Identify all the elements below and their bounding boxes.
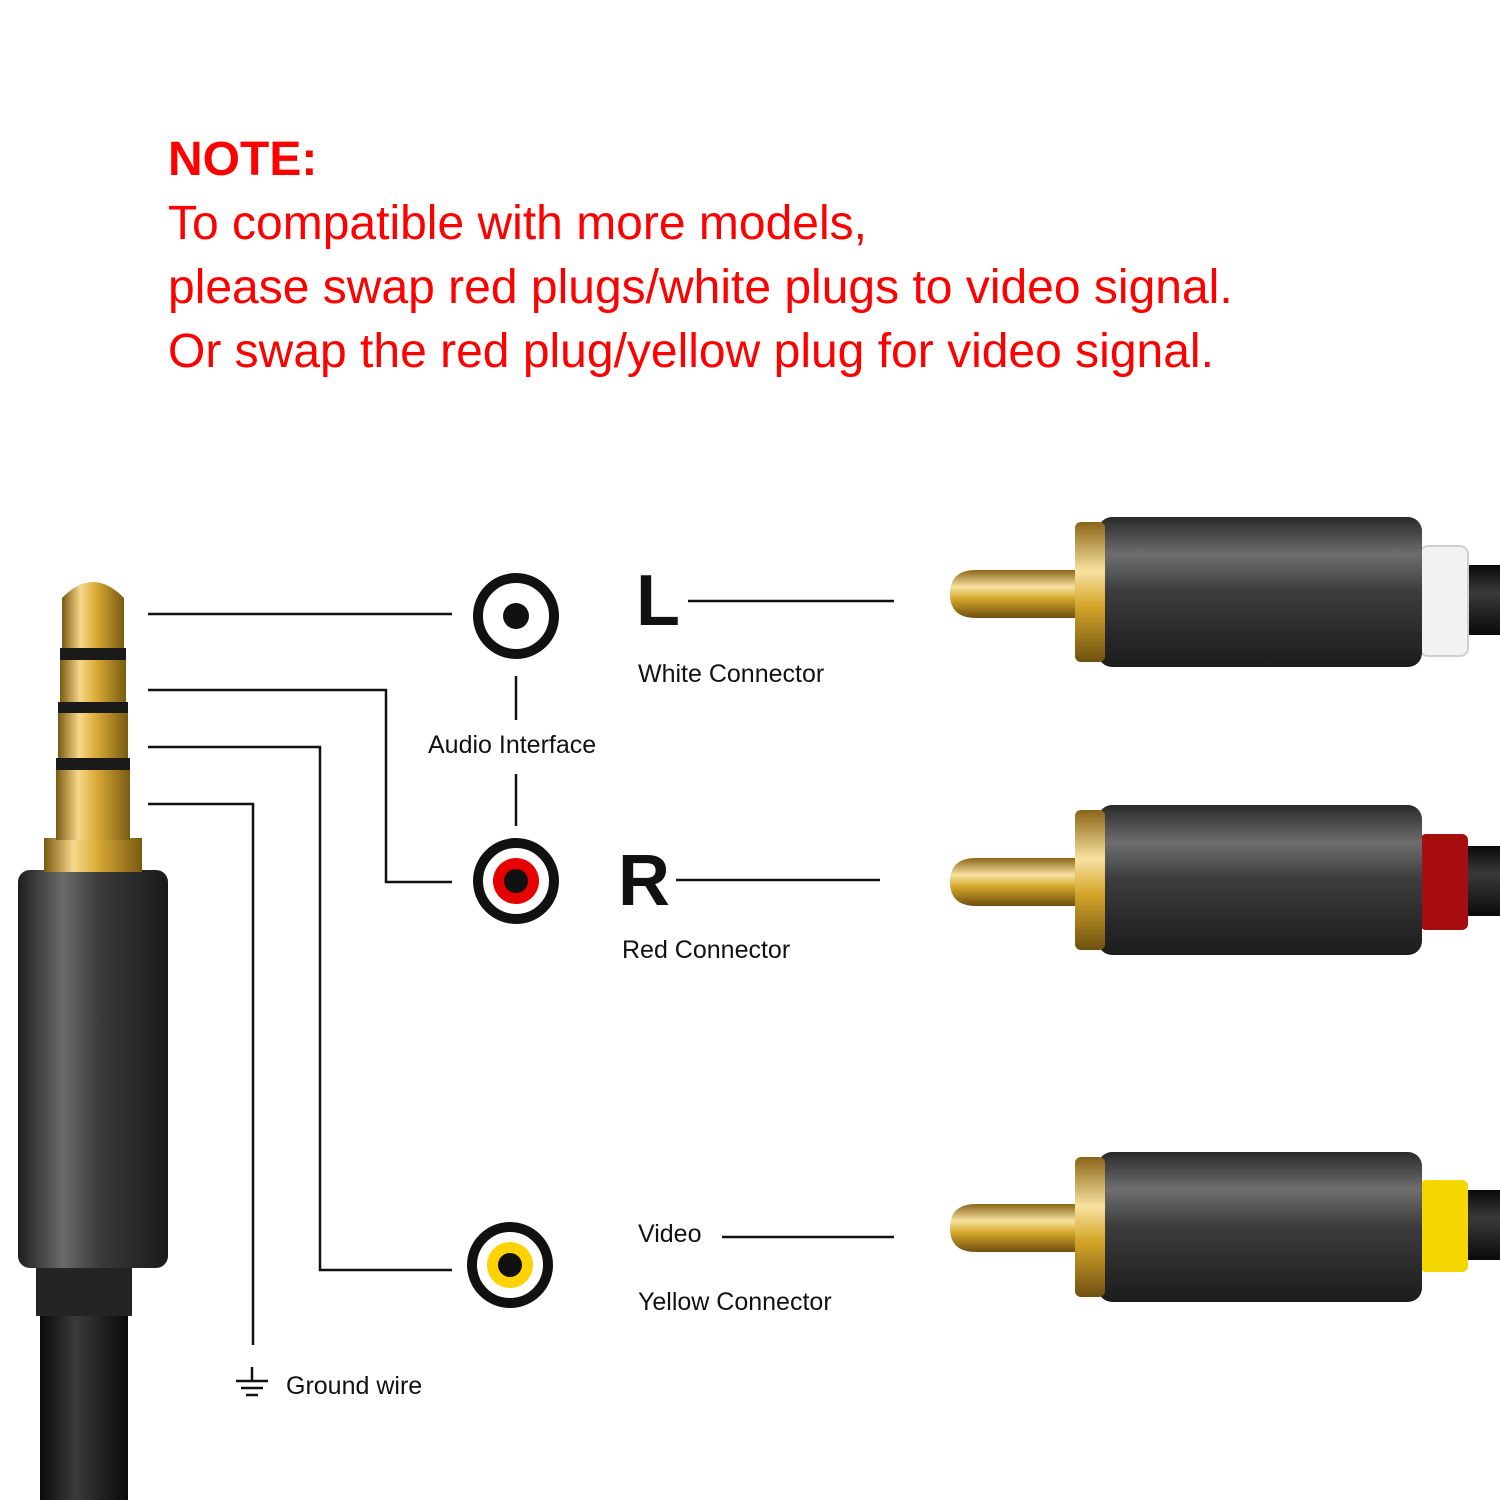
yellow-plug-cable	[1462, 1190, 1500, 1260]
jack-insulator-1	[60, 648, 126, 660]
red-plug-housing	[1098, 805, 1422, 955]
white-plug-pin	[950, 570, 1075, 618]
ground-symbol-icon	[236, 1367, 268, 1397]
red-plug-pin	[950, 858, 1075, 906]
white-plug-collar	[1419, 545, 1469, 657]
note-line-2: please swap red plugs/white plugs to vid…	[168, 261, 1233, 314]
yellow-rca-socket-icon	[467, 1222, 553, 1308]
wire-video	[148, 745, 452, 1272]
red-plug-cable	[1462, 846, 1500, 916]
wire-ground	[148, 802, 255, 1345]
jack-strain-relief	[36, 1262, 132, 1316]
note-line-1: To compatible with more models,	[168, 197, 867, 250]
wiring-lines	[148, 599, 894, 1345]
white-plug-gold-sleeve	[1075, 522, 1105, 662]
rca-plug-white	[950, 517, 1500, 667]
right-channel-letter: R	[618, 841, 670, 921]
jack-housing	[18, 870, 168, 1268]
wire-right-channel	[148, 688, 452, 884]
yellow-plug-pin	[950, 1204, 1075, 1252]
yellow-plug-housing	[1098, 1152, 1422, 1302]
red-rca-socket-icon	[473, 838, 559, 924]
jack-ring-1	[60, 660, 126, 702]
white-connector-label: White Connector	[638, 660, 825, 688]
jack-insulator-2	[58, 702, 128, 713]
yellow-plug-gold-sleeve	[1075, 1157, 1105, 1297]
jack-gold-collar	[44, 838, 142, 872]
note-line-3: Or swap the red plug/yellow plug for vid…	[168, 325, 1214, 378]
note-block: NOTE: To compatible with more models, pl…	[168, 132, 1468, 384]
jack-sleeve	[56, 770, 130, 840]
jack-cable	[40, 1300, 128, 1500]
red-connector-label: Red Connector	[622, 936, 791, 964]
note-heading: NOTE:	[168, 133, 318, 186]
white-rca-socket-icon	[473, 573, 559, 659]
yellow-connector-label: Yellow Connector	[638, 1288, 832, 1316]
white-plug-housing	[1098, 517, 1422, 667]
rca-plug-yellow	[950, 1152, 1500, 1302]
audio-interface-label: Audio Interface	[428, 731, 597, 759]
jack-insulator-3	[56, 758, 130, 770]
rca-plug-red	[950, 805, 1500, 955]
jack-ring-2	[58, 713, 128, 758]
jack-tip	[62, 582, 124, 648]
red-plug-gold-sleeve	[1075, 810, 1105, 950]
ground-wire-label: Ground wire	[286, 1372, 423, 1400]
red-plug-collar	[1420, 834, 1468, 930]
left-channel-letter: L	[636, 561, 680, 641]
video-label: Video	[638, 1220, 702, 1248]
yellow-plug-collar	[1420, 1180, 1468, 1272]
trrs-jack-plug	[18, 582, 168, 1500]
